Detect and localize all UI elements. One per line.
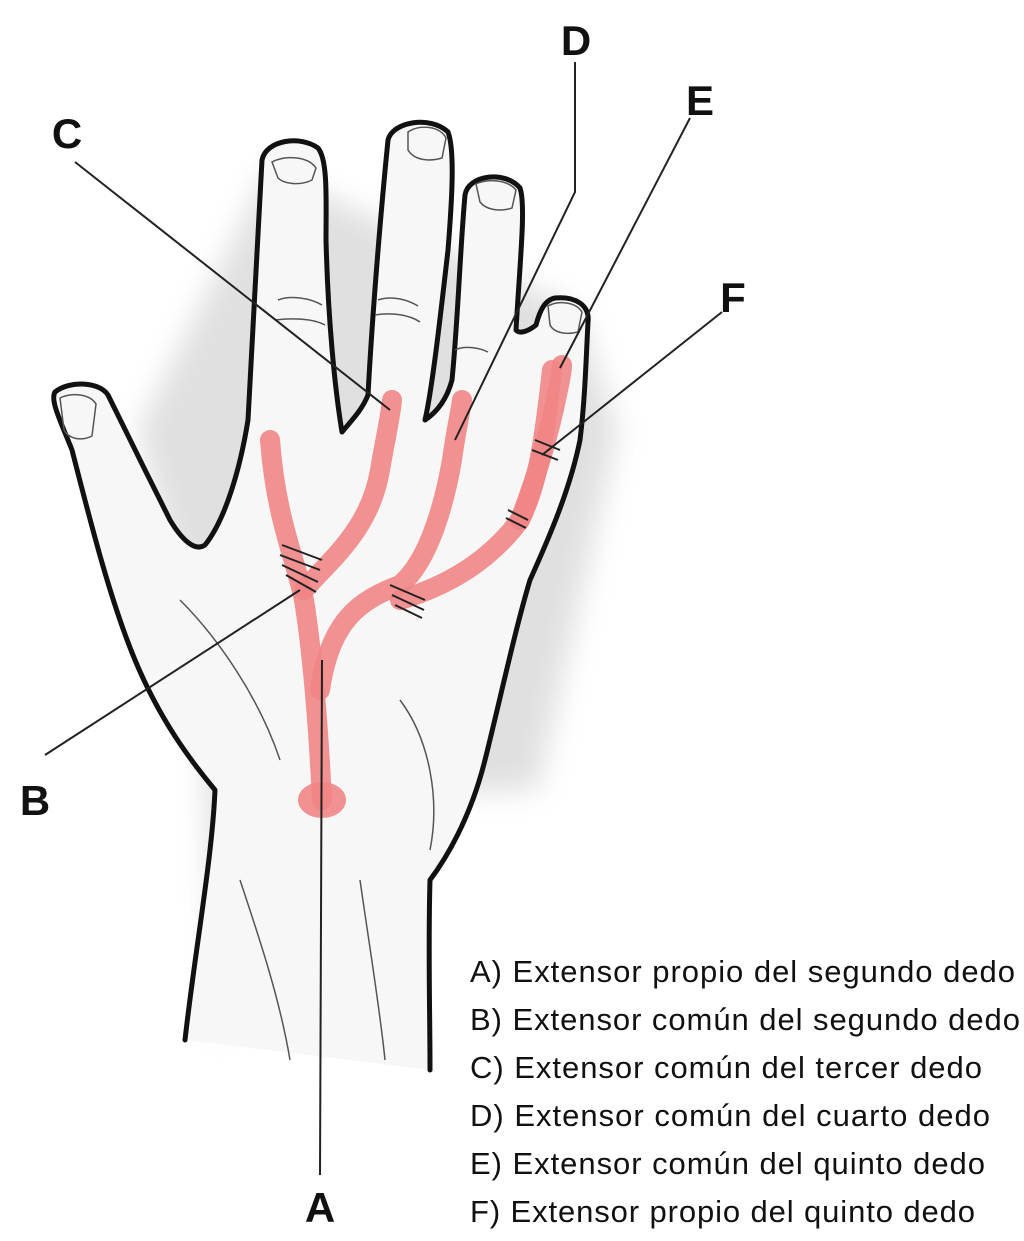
legend-item-e: E) Extensor común del quinto dedo <box>470 1146 985 1181</box>
legend-item-b: B) Extensor común del segundo dedo <box>470 1002 1020 1037</box>
label-a: A <box>305 1184 335 1231</box>
legend: A) Extensor propio del segundo dedo B) E… <box>470 954 1020 1229</box>
leader-b <box>44 589 301 756</box>
leader-lines <box>44 62 723 1176</box>
label-b: B <box>20 777 50 824</box>
tendon-c <box>294 390 402 600</box>
letter-labels: A B C D E F <box>20 17 746 1231</box>
leader-e <box>559 117 691 369</box>
label-c: C <box>52 110 82 157</box>
legend-item-f: F) Extensor propio del quinto dedo <box>470 1194 975 1229</box>
tendon-d <box>310 390 472 700</box>
legend-item-c: C) Extensor común del tercer dedo <box>470 1050 982 1085</box>
juncturae <box>279 439 561 619</box>
legend-item-a: A) Extensor propio del segundo dedo <box>470 954 1015 989</box>
tendon-f <box>510 355 572 530</box>
label-f: F <box>720 274 746 321</box>
label-e: E <box>686 77 714 124</box>
leader-f <box>541 311 723 456</box>
tendon-a <box>260 430 332 810</box>
hand-outline <box>51 119 591 1073</box>
skin-details <box>59 126 583 1061</box>
leader-a <box>319 659 323 1176</box>
legend-item-d: D) Extensor común del cuarto dedo <box>470 1098 990 1133</box>
label-d: D <box>561 17 591 64</box>
leader-c <box>74 161 391 411</box>
leader-d <box>454 62 576 441</box>
